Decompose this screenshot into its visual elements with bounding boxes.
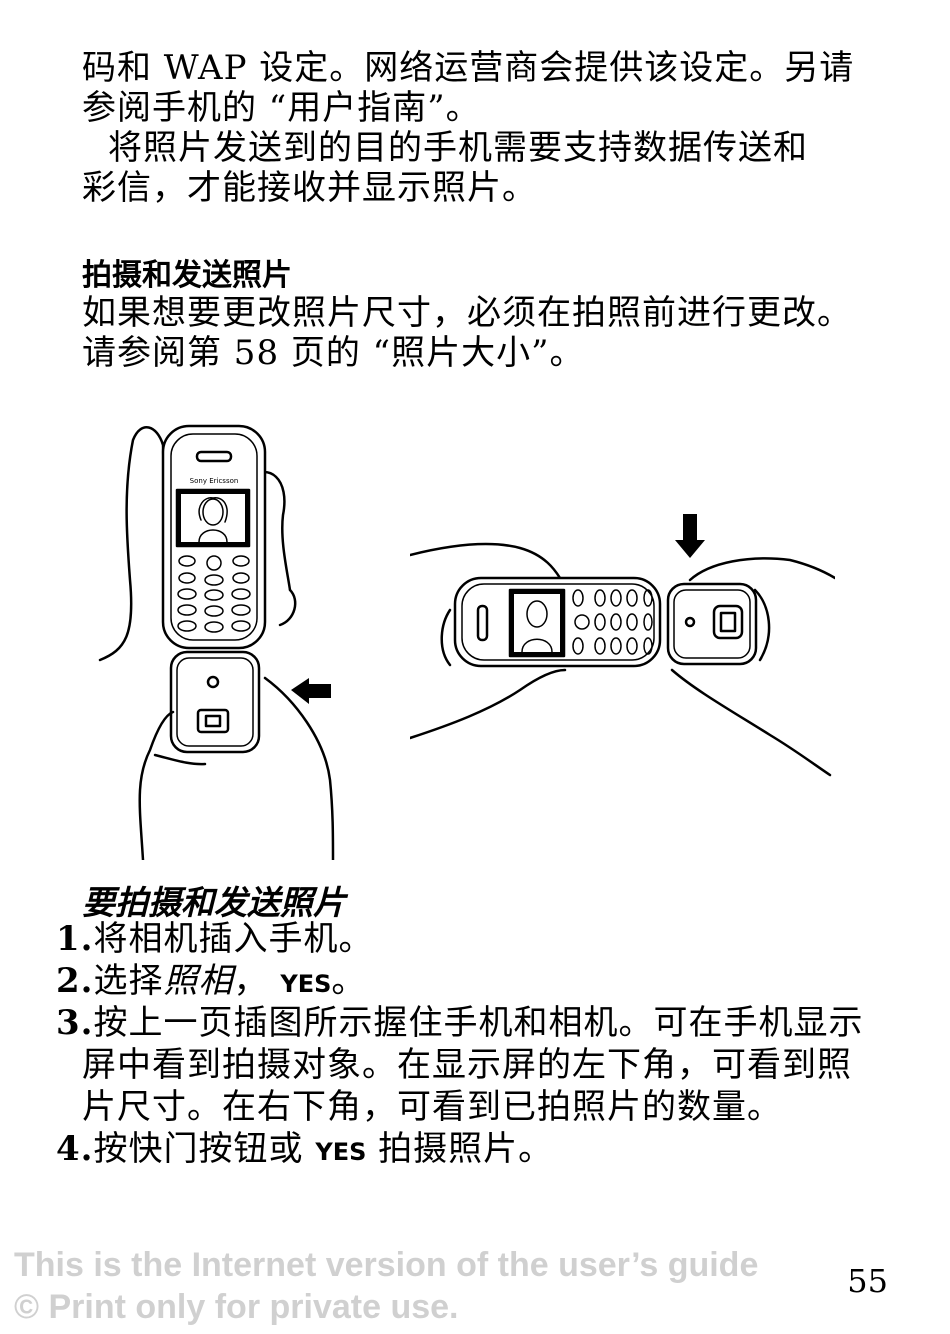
step-2-yes-key: YES (280, 970, 332, 998)
step-4: 4.按快门按钮或 YES 拍摄照片。 (56, 1128, 553, 1173)
intro-line-2: 参阅手机的 “用户指南”。 (82, 88, 481, 128)
intro-line-4: 彩信，才能接收并显示照片。 (82, 168, 537, 208)
step-3-line-1: 按上一页插图所示握住手机和相机。可在手机显示 (93, 1003, 864, 1043)
step-4-yes-key: YES (315, 1138, 367, 1166)
down-arrow-icon (675, 514, 705, 558)
footer-line-2: © Print only for private use. (14, 1288, 459, 1326)
step-1: 1.将相机插入手机。 (56, 918, 374, 960)
step-4-number: 4. (56, 1129, 94, 1169)
step-3-line-3: 片尺寸。在右下角，可看到已拍照片的数量。 (82, 1087, 782, 1127)
section-heading: 拍摄和发送照片 (82, 258, 292, 293)
intro-line-1: 码和 WAP 设定。网络运营商会提供该设定。另请 (82, 48, 855, 88)
step-1-number: 1. (56, 919, 94, 959)
illustration-horizontal-phone (410, 514, 835, 777)
procedure-heading: 要拍摄和发送照片 (82, 883, 346, 922)
step-1-text: 将相机插入手机。 (93, 919, 374, 959)
step-2-menu-item: 照相 (163, 961, 234, 1001)
step-2-number: 2. (56, 961, 94, 1001)
step-3-number: 3. (56, 1003, 94, 1043)
phone-brand-label: Sony Ericsson (190, 477, 239, 485)
step-2: 2.选择照相， YES。 (56, 960, 366, 1005)
step-2-text-c: 。 (331, 961, 367, 1001)
step-3-line-2: 屏中看到拍摄对象。在显示屏的左下角，可看到照 (82, 1045, 852, 1085)
intro-line-3: 将照片发送到的目的手机需要支持数据传送和 (108, 128, 808, 168)
step-4-text-b: 拍摄照片。 (366, 1129, 554, 1169)
page-number: 55 (847, 1262, 888, 1300)
illustration-vertical-phone: Sony Ericsson (98, 424, 335, 860)
step-2-text-b: ， (233, 961, 269, 1001)
step-3: 3.按上一页插图所示握住手机和相机。可在手机显示 (56, 1002, 864, 1044)
step-4-text-a: 按快门按钮或 (93, 1129, 316, 1169)
step-2-text-a: 选择 (93, 961, 164, 1001)
section-line-2: 请参阅第 58 页的 “照片大小”。 (82, 333, 585, 373)
section-line-1: 如果想要更改照片尺寸，必须在拍照前进行更改。 (82, 293, 852, 333)
footer-line-1: This is the Internet version of the user… (14, 1246, 759, 1284)
